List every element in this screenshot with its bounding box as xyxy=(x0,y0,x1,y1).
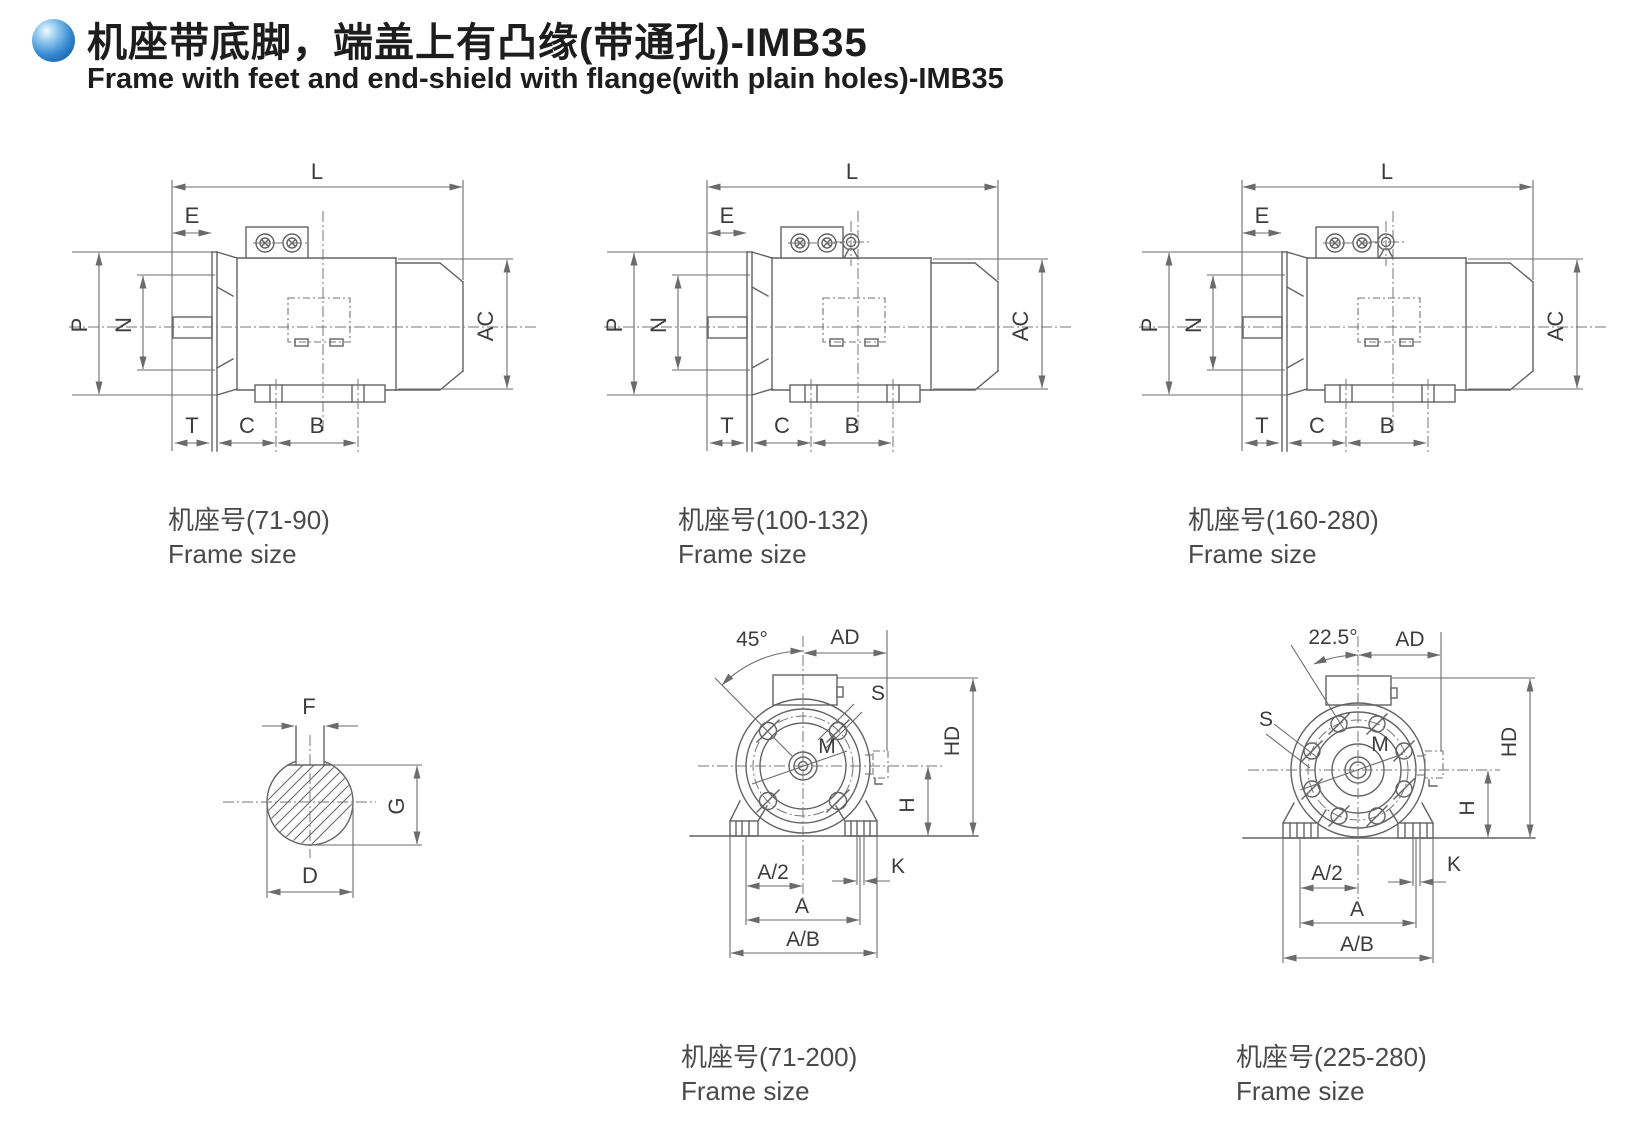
caption-zh: 机座号(225-280) xyxy=(1236,1042,1427,1072)
caption-en: Frame size xyxy=(1236,1076,1365,1106)
caption-zh: 机座号(71-90) xyxy=(168,505,330,535)
caption-en: Frame size xyxy=(678,539,807,569)
caption-frame-size-71-90: 机座号(71-90) Frame size xyxy=(168,503,330,571)
dim-label-H: H xyxy=(896,797,919,812)
dim-label-S: S xyxy=(871,682,885,705)
flange-bolt-holes xyxy=(1301,713,1415,827)
dim-label-HD: HD xyxy=(1498,727,1521,757)
caption-zh: 机座号(160-280) xyxy=(1188,505,1379,535)
side-view-frame-160-280 xyxy=(1125,135,1625,475)
caption-frame-size-225-280: 机座号(225-280) Frame size xyxy=(1236,1040,1427,1108)
side-view-frame-100-132 xyxy=(590,135,1090,475)
caption-zh: 机座号(100-132) xyxy=(678,505,869,535)
caption-en: Frame size xyxy=(681,1076,810,1106)
caption-frame-size-160-280: 机座号(160-280) Frame size xyxy=(1188,503,1379,571)
dim-label-AD: AD xyxy=(1395,628,1424,651)
dim-label-S: S xyxy=(1259,708,1273,731)
dim-label-K: K xyxy=(1447,853,1461,876)
dim-label-H: H xyxy=(1456,800,1479,815)
dim-label-A2: A/2 xyxy=(757,861,789,884)
dim-label-G: G xyxy=(384,797,409,814)
dim-label-K: K xyxy=(891,855,905,878)
dim-label-M: M xyxy=(1371,733,1389,756)
dim-label-AB: A/B xyxy=(1340,933,1374,956)
dim-label-M: M xyxy=(818,735,836,758)
dim-label-D: D xyxy=(302,863,318,888)
bullet-sphere-icon xyxy=(32,19,75,62)
dim-label-A: A xyxy=(795,895,809,918)
dim-label-F: F xyxy=(302,694,315,719)
caption-en: Frame size xyxy=(168,539,297,569)
dim-label-A: A xyxy=(1350,898,1364,921)
dim-label-AB: A/B xyxy=(786,928,820,951)
caption-zh: 机座号(71-200) xyxy=(681,1042,858,1072)
page-title-zh: 机座带底脚，端盖上有凸缘(带通孔)-IMB35 xyxy=(87,21,868,65)
side-view-frame-71-90 xyxy=(55,135,555,475)
dim-label-angle-45: 45° xyxy=(736,628,768,651)
page-title-en: Frame with feet and end-shield with flan… xyxy=(87,63,1004,95)
caption-frame-size-71-200: 机座号(71-200) Frame size xyxy=(681,1040,857,1108)
dim-label-angle-22-5: 22.5° xyxy=(1308,626,1357,649)
caption-en: Frame size xyxy=(1188,539,1317,569)
shaft-cross-section: F G D xyxy=(223,694,422,898)
dim-label-HD: HD xyxy=(941,726,964,756)
dim-label-A2: A/2 xyxy=(1311,862,1343,885)
caption-frame-size-100-132: 机座号(100-132) Frame size xyxy=(678,503,869,571)
front-view-frame-71-200: 45° AD S M HD H K A/2 A A/B xyxy=(689,626,979,958)
front-view-frame-225-280: 22.5° AD S M HD H K A/2 A A/B xyxy=(1242,626,1536,963)
dim-label-AD: AD xyxy=(830,626,859,649)
